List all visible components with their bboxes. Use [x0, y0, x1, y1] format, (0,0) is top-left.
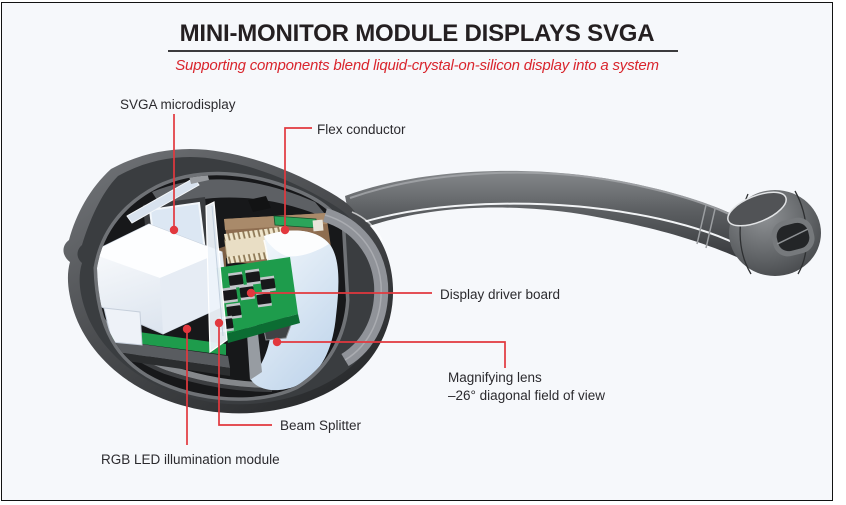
arm-end-cap [727, 190, 821, 276]
callout-svga-microdisplay: SVGA microdisplay [120, 97, 236, 112]
dot-flex-conductor [280, 225, 290, 235]
dot-rgb-led-module [182, 324, 192, 334]
top-shell-cut-edge [152, 179, 330, 220]
display-driver-board-part [216, 257, 300, 343]
callout-rgb-led-module: RGB LED illumination module [101, 452, 280, 467]
beam-splitter-part [205, 201, 228, 354]
leader-dots [169, 225, 290, 347]
callout-magnifying-lens-line2: –26° diagonal field of view [448, 388, 606, 403]
arm-tube [345, 170, 748, 262]
callout-beam-splitter: Beam Splitter [280, 418, 362, 433]
dot-magnifying-lens [272, 337, 282, 347]
top-shell-slot [248, 196, 271, 212]
callout-magnifying-lens: Magnifying lens –26° diagonal field of v… [448, 369, 605, 405]
figure-title: MINI-MONITOR MODULE DISPLAYS SVGA [179, 20, 655, 47]
headband-arm [345, 170, 821, 276]
callout-magnifying-lens-line1: Magnifying lens [448, 370, 542, 385]
callout-flex-conductor: Flex conductor [317, 122, 406, 137]
illumination-optics-part [97, 175, 229, 346]
callout-display-driver-board: Display driver board [440, 287, 561, 302]
dot-display-driver-board [246, 288, 256, 298]
leader-flex-conductor [284, 127, 312, 226]
leader-magnifying-lens [281, 341, 506, 368]
leader-lines [173, 114, 506, 445]
dot-svga-microdisplay [169, 225, 179, 235]
end-cap-top-face [727, 191, 787, 227]
title-rule [168, 50, 678, 52]
end-cap-opening [771, 217, 815, 257]
leader-beam-splitter [218, 327, 272, 426]
figure-subtitle: Supporting components blend liquid-cryst… [175, 57, 659, 74]
dot-beam-splitter [214, 318, 224, 328]
